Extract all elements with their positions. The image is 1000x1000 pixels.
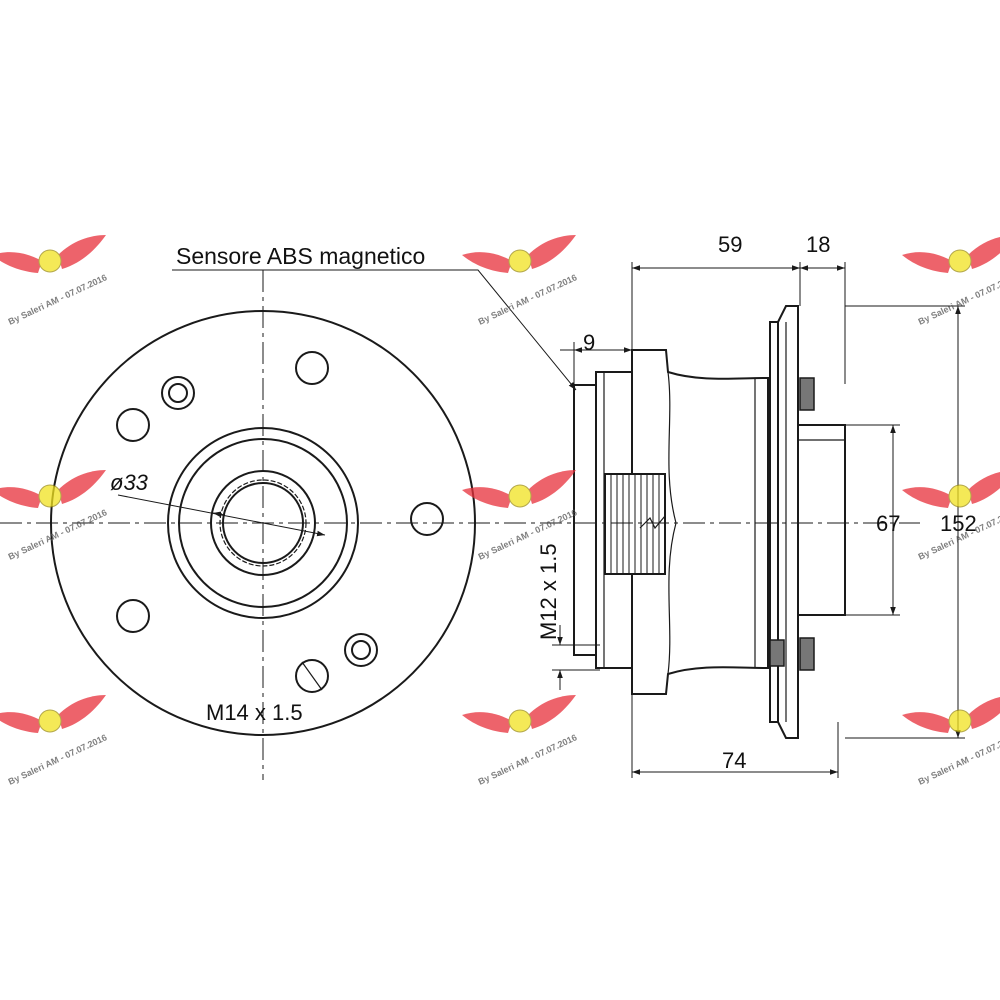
watermark-logo: By Saleri AM - 07.07.2016 (0, 235, 108, 327)
flange-diameter-dimension-label: 152 (940, 511, 977, 536)
threaded-hole (344, 633, 378, 667)
svg-text:By Saleri AM - 07.07.2016: By Saleri AM - 07.07.2016 (7, 507, 109, 562)
hub-length-dimension-label: 59 (718, 232, 742, 257)
pilot-spigot (797, 424, 846, 616)
wheel-flange (777, 305, 799, 739)
stud-hole (116, 408, 150, 442)
watermark-logo: By Saleri AM - 07.07.2016 (902, 237, 1000, 327)
overall-dimension-label: 74 (722, 748, 746, 773)
svg-text:By Saleri AM - 07.07.2016: By Saleri AM - 07.07.2016 (7, 272, 109, 327)
stud-hole (295, 351, 329, 385)
watermark-logo: By Saleri AM - 07.07.2016 (902, 697, 1000, 787)
watermark-logo: By Saleri AM - 07.07.2016 (462, 695, 578, 787)
svg-text:By Saleri AM - 07.07.2016: By Saleri AM - 07.07.2016 (7, 732, 109, 787)
front-view (0, 270, 575, 780)
nut-thread-label: M12 x 1.5 (536, 543, 561, 640)
abs-sensor-label: Sensore ABS magnetico (176, 243, 425, 269)
stud-hole (295, 659, 329, 693)
threaded-hole (161, 376, 195, 410)
bore-diameter-label: ø33 (110, 470, 149, 495)
spigot-dimension-label: 9 (583, 330, 595, 355)
svg-text:By Saleri AM - 07.07.2016: By Saleri AM - 07.07.2016 (477, 732, 579, 787)
wheel-stud (799, 377, 815, 411)
hub-body (631, 349, 769, 695)
wheel-thread-label: M14 x 1.5 (206, 700, 303, 725)
watermark-layer: By Saleri AM - 07.07.2016 By Saleri AM - … (0, 235, 1000, 787)
stud-hole (410, 502, 444, 536)
wheel-stud (799, 637, 815, 671)
svg-text:By Saleri AM - 07.07.2016: By Saleri AM - 07.07.2016 (477, 272, 579, 327)
svg-text:By Saleri AM - 07.07.2016: By Saleri AM - 07.07.2016 (917, 732, 1000, 787)
watermark-logo: By Saleri AM - 07.07.2016 (462, 470, 578, 562)
watermark-logo: By Saleri AM - 07.07.2016 (462, 235, 578, 327)
watermark-logo: By Saleri AM - 07.07.2016 (0, 695, 108, 787)
svg-text:By Saleri AM - 07.07.2016: By Saleri AM - 07.07.2016 (477, 507, 579, 562)
flange-dimension-label: 18 (806, 232, 830, 257)
stud-hole (116, 599, 150, 633)
abs-sensor-ring (573, 384, 597, 656)
pilot-dimension-label: 67 (876, 511, 900, 536)
side-view (172, 262, 965, 778)
